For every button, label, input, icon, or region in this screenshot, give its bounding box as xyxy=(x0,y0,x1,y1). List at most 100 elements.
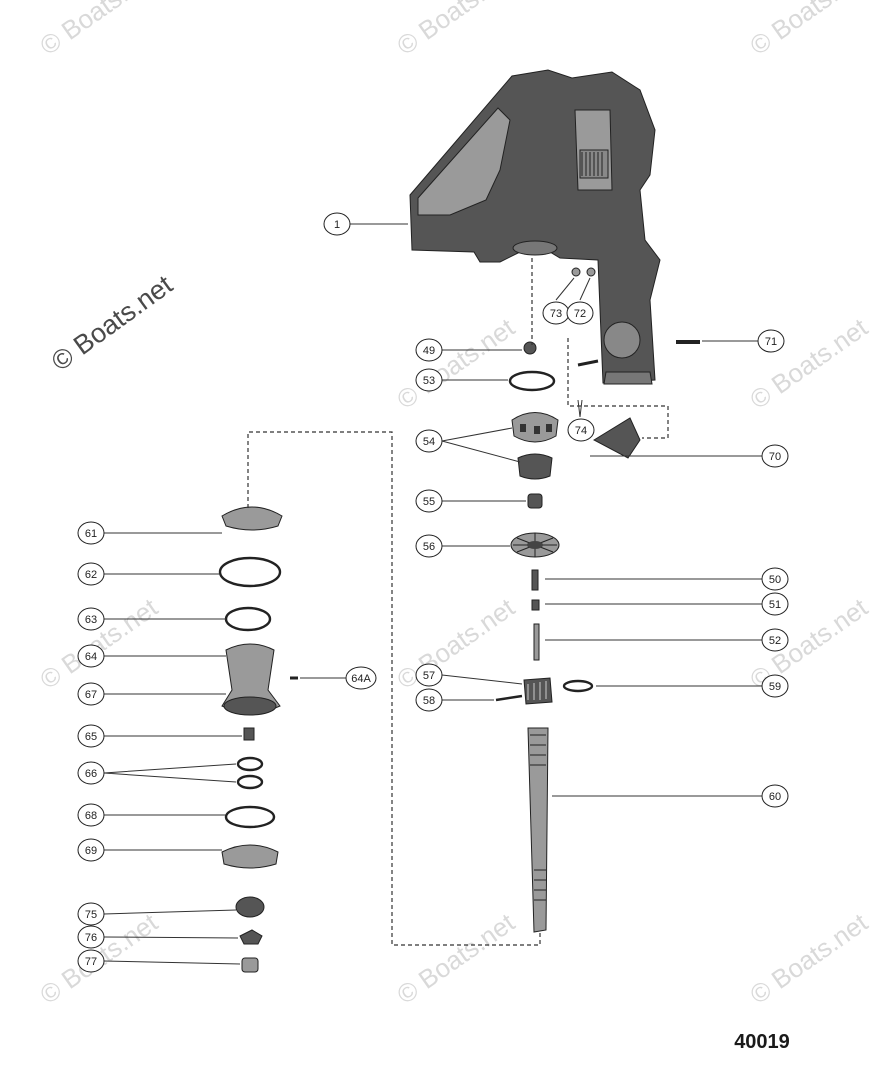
part-60-driveshaft xyxy=(527,727,549,933)
callout-label: 67 xyxy=(85,689,97,701)
part-73-washer xyxy=(571,267,581,277)
part-68-seal xyxy=(224,805,276,829)
callout-label: 64A xyxy=(351,673,371,685)
callout-label: 51 xyxy=(769,599,781,611)
callout-label: 58 xyxy=(423,695,435,707)
callout-63: 63 xyxy=(77,607,105,631)
callout-label: 1 xyxy=(334,219,340,231)
callout-label: 72 xyxy=(574,308,586,320)
part-76-nut xyxy=(239,929,263,945)
callout-50: 50 xyxy=(761,567,789,591)
watermark: © Boats.net xyxy=(744,907,873,1010)
callout-label: 76 xyxy=(85,932,97,944)
callout-label: 66 xyxy=(85,768,97,780)
part-70-plate xyxy=(592,417,641,459)
callout-53: 53 xyxy=(415,368,443,392)
callout-70: 70 xyxy=(761,444,789,468)
part-58-pin xyxy=(495,694,523,702)
callout-74: 74 xyxy=(567,418,595,442)
part-59-washer xyxy=(562,679,594,693)
callout-label: 62 xyxy=(85,569,97,581)
callout-label: 54 xyxy=(423,436,435,448)
callout-label: 73 xyxy=(550,308,562,320)
callout-label: 74 xyxy=(575,425,587,437)
part-77-cap xyxy=(241,957,259,973)
callout-label: 65 xyxy=(85,731,97,743)
watermark: © Boats.net xyxy=(34,592,163,695)
callout-64a: 64A xyxy=(345,666,377,690)
callout-label: 52 xyxy=(769,635,781,647)
assembly-dashed-line xyxy=(247,431,541,946)
callout-label: 68 xyxy=(85,810,97,822)
part-63-o-ring xyxy=(224,606,272,632)
gear-housing-part xyxy=(409,69,661,385)
part-51 xyxy=(531,599,540,611)
callout-69: 69 xyxy=(77,838,105,862)
callout-label: 50 xyxy=(769,574,781,586)
callout-label: 63 xyxy=(85,614,97,626)
leader-lines xyxy=(103,223,762,965)
part-74-screw xyxy=(577,359,599,367)
callout-76: 76 xyxy=(77,925,105,949)
callout-label: 53 xyxy=(423,375,435,387)
callout-57: 57 xyxy=(415,663,443,687)
callout-75: 75 xyxy=(77,902,105,926)
callout-64: 64 xyxy=(77,644,105,668)
callout-73: 73 xyxy=(542,301,570,325)
callout-52: 52 xyxy=(761,628,789,652)
callout-67: 67 xyxy=(77,682,105,706)
callout-56: 56 xyxy=(415,534,443,558)
part-66-washer xyxy=(236,756,264,772)
callout-51: 51 xyxy=(761,592,789,616)
callout-label: 55 xyxy=(423,496,435,508)
callout-77: 77 xyxy=(77,949,105,973)
callout-58: 58 xyxy=(415,688,443,712)
watermark: © Boats.net xyxy=(391,0,520,61)
callout-54: 54 xyxy=(415,429,443,453)
part-49 xyxy=(523,341,537,355)
part-64-housing xyxy=(221,643,281,716)
callout-71: 71 xyxy=(757,329,785,353)
callout-label: 56 xyxy=(423,541,435,553)
callout-59: 59 xyxy=(761,674,789,698)
part-75-bearing xyxy=(235,896,265,918)
callout-49: 49 xyxy=(415,338,443,362)
callout-label: 61 xyxy=(85,528,97,540)
watermark: © Boats.net xyxy=(391,312,520,415)
watermark: © Boats.net xyxy=(391,907,520,1010)
callout-65: 65 xyxy=(77,724,105,748)
part-56-gear xyxy=(510,532,560,558)
part-53-shim xyxy=(508,370,556,392)
part-71-screw xyxy=(676,340,700,344)
callout-1: 1 xyxy=(323,212,351,236)
part-61-retainer xyxy=(221,506,283,531)
callout-68: 68 xyxy=(77,803,105,827)
watermark: © Boats.net xyxy=(744,312,873,415)
part-50-pin xyxy=(531,569,539,591)
part-66-cup xyxy=(236,774,264,790)
part-52-rod xyxy=(533,623,540,661)
callout-72: 72 xyxy=(566,301,594,325)
part-72-nut xyxy=(586,267,596,277)
watermark-large: © Boats.net xyxy=(46,269,178,377)
callout-label: 70 xyxy=(769,451,781,463)
callout-label: 69 xyxy=(85,845,97,857)
part-69-cover xyxy=(221,844,279,869)
watermark: © Boats.net xyxy=(744,0,873,61)
callout-label: 60 xyxy=(769,791,781,803)
callout-61: 61 xyxy=(77,521,105,545)
callout-66: 66 xyxy=(77,761,105,785)
part-55 xyxy=(527,493,543,509)
callout-label: 75 xyxy=(85,909,97,921)
callout-label: 49 xyxy=(423,345,435,357)
part-62-seal xyxy=(218,556,282,588)
callout-label: 57 xyxy=(423,670,435,682)
callout-label: 77 xyxy=(85,956,97,968)
callout-label: 64 xyxy=(85,651,97,663)
assembly-dashed-line xyxy=(567,338,669,439)
callout-60: 60 xyxy=(761,784,789,808)
drawing-number: 40019 xyxy=(734,1031,790,1053)
watermark: © Boats.net xyxy=(34,0,163,61)
